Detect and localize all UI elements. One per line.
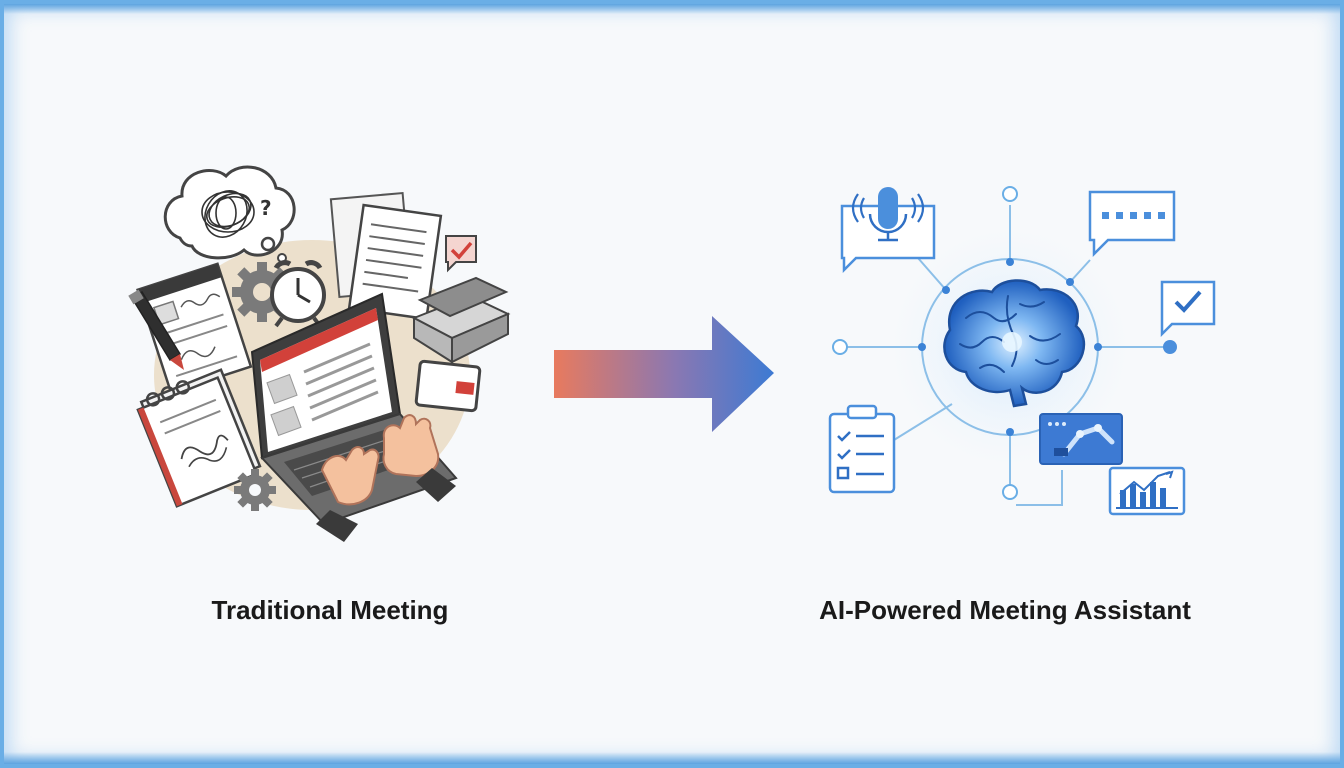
node xyxy=(832,339,848,355)
typing-hands-icon xyxy=(316,414,456,542)
connector-lines xyxy=(846,205,1166,506)
microphone-icon xyxy=(840,187,936,274)
transition-arrow-icon xyxy=(554,316,774,432)
paper-stack-icon xyxy=(329,191,443,321)
bar-chart-icon xyxy=(1108,466,1186,516)
tablet-icon xyxy=(414,359,482,413)
checkmark-chat-icon xyxy=(1160,280,1216,338)
ai-assistant-illustration xyxy=(828,186,1216,516)
checkmark-chat-icon xyxy=(445,235,477,273)
traditional-meeting-illustration: ? xyxy=(128,165,511,542)
browser-window-icon xyxy=(136,262,253,395)
pen-icon xyxy=(128,289,184,370)
node xyxy=(1002,186,1018,202)
checklist-clipboard-icon xyxy=(828,404,896,494)
thought-bubble-icon xyxy=(163,165,296,263)
robot-arm-card-icon xyxy=(1039,413,1123,465)
ai-meeting-assistant-label: AI-Powered Meeting Assistant xyxy=(819,595,1191,625)
traditional-meeting-label: Traditional Meeting xyxy=(211,595,449,625)
gear-icon xyxy=(234,469,276,511)
alarm-clock-icon xyxy=(270,260,326,328)
laptop-icon xyxy=(250,292,458,526)
tray-icon xyxy=(411,276,511,364)
notebook-icon xyxy=(136,368,262,508)
brain-icon xyxy=(943,279,1086,408)
node xyxy=(1002,484,1018,500)
chat-dots-icon xyxy=(1088,190,1176,258)
question-mark-icon: ? xyxy=(260,196,272,220)
